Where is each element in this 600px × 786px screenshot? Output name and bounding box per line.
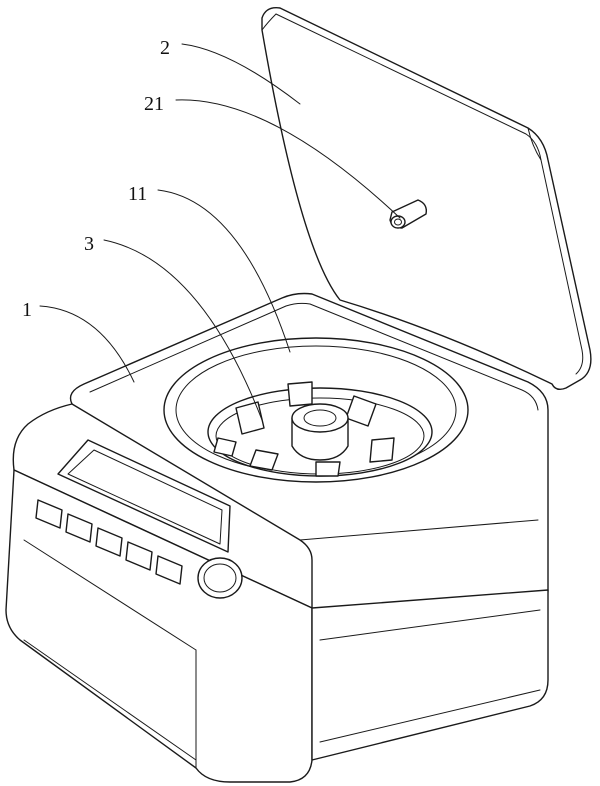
label-lid-pin: 21: [144, 93, 164, 115]
label-chamber: 11: [128, 183, 147, 205]
tube-slots: [213, 381, 395, 477]
label-body: 1: [22, 299, 32, 321]
rotor-hub: [291, 403, 349, 461]
label-lid: 2: [160, 37, 170, 59]
lid: [261, 7, 592, 391]
control-knob: [197, 557, 243, 599]
display-screen: [57, 439, 231, 553]
leader-lines: [39, 43, 401, 421]
button-row: [35, 499, 183, 585]
label-rotor: 3: [84, 233, 94, 255]
rotor: [207, 381, 433, 477]
